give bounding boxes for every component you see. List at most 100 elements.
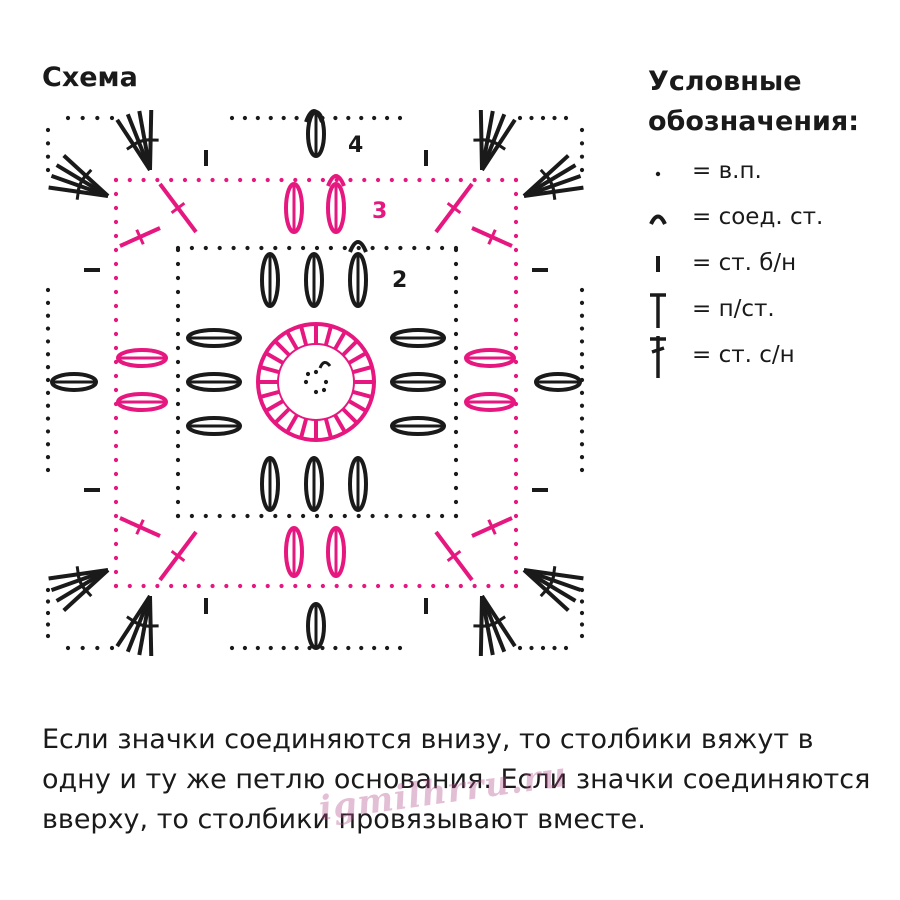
- chain-dot: [517, 115, 523, 121]
- chain-dot: [245, 513, 250, 519]
- chain-dot: [356, 245, 361, 251]
- chain-dot: [45, 313, 51, 318]
- ring-stitch: [333, 330, 347, 351]
- chain-dot: [127, 583, 132, 589]
- chain-dot: [513, 373, 519, 379]
- chain-dot: [109, 645, 115, 651]
- chain-dot: [403, 583, 408, 589]
- chain-dot: [175, 331, 181, 337]
- slip-stitch-arc: [304, 109, 324, 123]
- chain-dot: [45, 587, 51, 593]
- chain-dot: [579, 352, 585, 357]
- chain-dot: [529, 645, 534, 651]
- chain-dot: [389, 177, 394, 183]
- chain-dot: [444, 583, 450, 589]
- chain-dot: [65, 115, 71, 121]
- chain-dot: [155, 583, 160, 589]
- chain-dot: [513, 289, 519, 295]
- legend-title-line2: обозначения:: [648, 106, 860, 137]
- explanation-note: Если значки соединяются внизу, то столби…: [42, 724, 871, 835]
- ring-stitch: [273, 339, 291, 357]
- chain-dot: [453, 457, 459, 463]
- chain-dot: [45, 442, 51, 447]
- chain-dot: [113, 443, 119, 449]
- chain-dot: [440, 245, 445, 251]
- chain-dot: [113, 555, 119, 561]
- chain-dot: [113, 275, 119, 281]
- chain-dot: [301, 245, 306, 251]
- chain-dot: [113, 485, 119, 491]
- chain-dot: [384, 245, 389, 251]
- chain-dot: [320, 645, 325, 651]
- slip-stitch-arc: [348, 240, 368, 253]
- chain-dot: [334, 583, 339, 589]
- ring-stitch: [259, 365, 280, 375]
- ring-stitch: [352, 389, 373, 399]
- dark-dc-bar: [126, 615, 142, 627]
- chain-dot: [238, 177, 243, 183]
- chain-dot: [412, 245, 417, 251]
- chain-dot: [453, 303, 459, 309]
- chain-dot: [189, 513, 194, 519]
- chain-dot: [513, 527, 519, 533]
- chain-dot: [45, 300, 51, 305]
- chain-dot: [579, 390, 585, 395]
- chain-dot: [45, 455, 51, 460]
- chain-dot: [307, 645, 312, 651]
- chain-dot: [113, 177, 119, 183]
- dark-dc-bar: [75, 566, 81, 583]
- chain-dot: [334, 177, 339, 183]
- chain-dot: [453, 289, 459, 295]
- pink-dc-bar: [135, 229, 145, 245]
- chain-dot: [321, 387, 327, 393]
- chain-dot: [279, 177, 284, 183]
- chain-dot: [348, 583, 353, 589]
- chain-dot: [113, 415, 119, 421]
- chain-dot: [513, 177, 519, 183]
- chain-dot: [579, 365, 585, 370]
- ring-stitch: [347, 351, 368, 365]
- chain-dot: [333, 645, 338, 651]
- chain-dot: [513, 205, 519, 211]
- chain-dot: [273, 513, 278, 519]
- legend-item-half-double: = п/ст.: [640, 286, 890, 332]
- chain-dot: [486, 177, 491, 183]
- chain-dot: [268, 115, 273, 121]
- chain-dot: [453, 247, 459, 253]
- pink-dc-bar: [170, 201, 186, 215]
- chain-dot: [513, 485, 519, 491]
- chain-dot: [203, 245, 208, 251]
- chain-dot: [113, 247, 119, 253]
- chain-dot: [196, 583, 201, 589]
- chain-dot: [552, 645, 557, 651]
- chain-dot: [398, 513, 403, 519]
- chain-dot: [431, 583, 436, 589]
- chain-dot: [238, 583, 243, 589]
- chain-dot: [453, 471, 459, 477]
- chain-dot: [182, 177, 188, 183]
- crochet-square-diagram: 2 3 4: [45, 109, 585, 657]
- chain-dot: [453, 429, 459, 435]
- chain-dot: [224, 177, 229, 183]
- chain-dot: [513, 457, 519, 463]
- chain-dot: [301, 513, 306, 519]
- chain-dot: [540, 645, 546, 651]
- chain-dot: [255, 645, 260, 651]
- legend-item-chain: = в.п.: [640, 148, 890, 194]
- chain-dot: [113, 569, 119, 575]
- chain-dot: [175, 275, 181, 281]
- legend-title: Условные обозначения:: [648, 62, 859, 142]
- chain-dot: [217, 245, 222, 251]
- chain-dot: [333, 115, 338, 121]
- chain-dot: [579, 167, 585, 173]
- chain-dot: [579, 339, 585, 344]
- chain-dot: [529, 115, 534, 121]
- chain-dot: [579, 455, 585, 460]
- chain-dot: [513, 303, 519, 309]
- chain-dot: [175, 471, 181, 477]
- chain-dot: [175, 373, 181, 379]
- chain-dot: [189, 245, 194, 251]
- chain-dot: [113, 289, 119, 295]
- chain-dot: [259, 245, 264, 251]
- chain-dot: [80, 115, 85, 121]
